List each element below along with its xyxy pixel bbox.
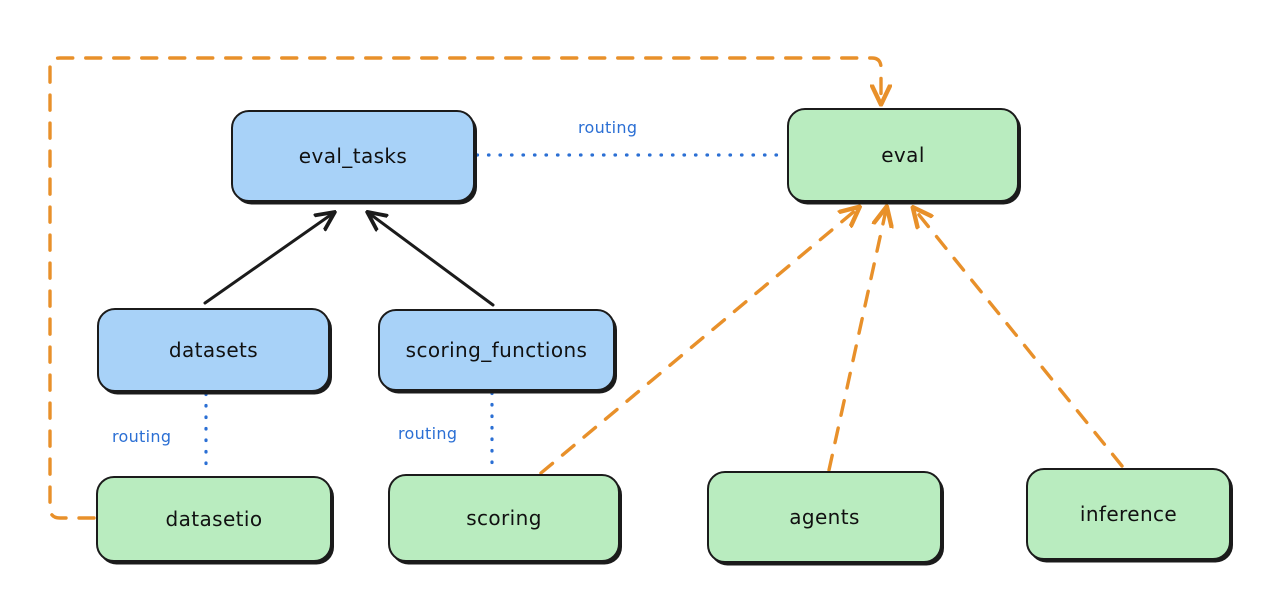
edge-label-routing-datasets-datasetio: routing <box>112 427 172 446</box>
edge-label-routing-eval_tasks-eval: routing <box>578 118 638 137</box>
node-label: scoring <box>466 506 542 530</box>
edge-datasets-to-eval_tasks <box>203 214 332 305</box>
node-datasetio[interactable]: datasetio <box>96 476 332 562</box>
edge-scoring-to-eval-dependency <box>539 209 857 475</box>
node-label: datasets <box>168 338 259 362</box>
node-scoring_functions[interactable]: scoring_functions <box>378 309 615 391</box>
node-label: agents <box>789 505 860 529</box>
node-label: eval_tasks <box>298 144 408 168</box>
node-label: scoring_functions <box>405 338 588 362</box>
node-inference[interactable]: inference <box>1026 468 1231 560</box>
edge-agents-to-eval-dependency <box>827 210 886 472</box>
edge-datasetio-to-eval-dependency <box>48 56 881 520</box>
node-label: inference <box>1079 502 1178 526</box>
node-eval_tasks[interactable]: eval_tasks <box>231 110 475 202</box>
node-scoring[interactable]: scoring <box>388 474 620 562</box>
edge-scoring_functions-to-eval_tasks <box>370 214 495 307</box>
node-datasets[interactable]: datasets <box>97 308 330 392</box>
node-label: datasetio <box>165 507 263 531</box>
node-agents[interactable]: agents <box>707 471 942 563</box>
node-eval[interactable]: eval <box>787 108 1019 202</box>
node-label: eval <box>881 143 925 167</box>
edge-label-routing-scoring_functions-scoring: routing <box>398 424 458 443</box>
edge-inference-to-eval-dependency <box>915 210 1124 468</box>
